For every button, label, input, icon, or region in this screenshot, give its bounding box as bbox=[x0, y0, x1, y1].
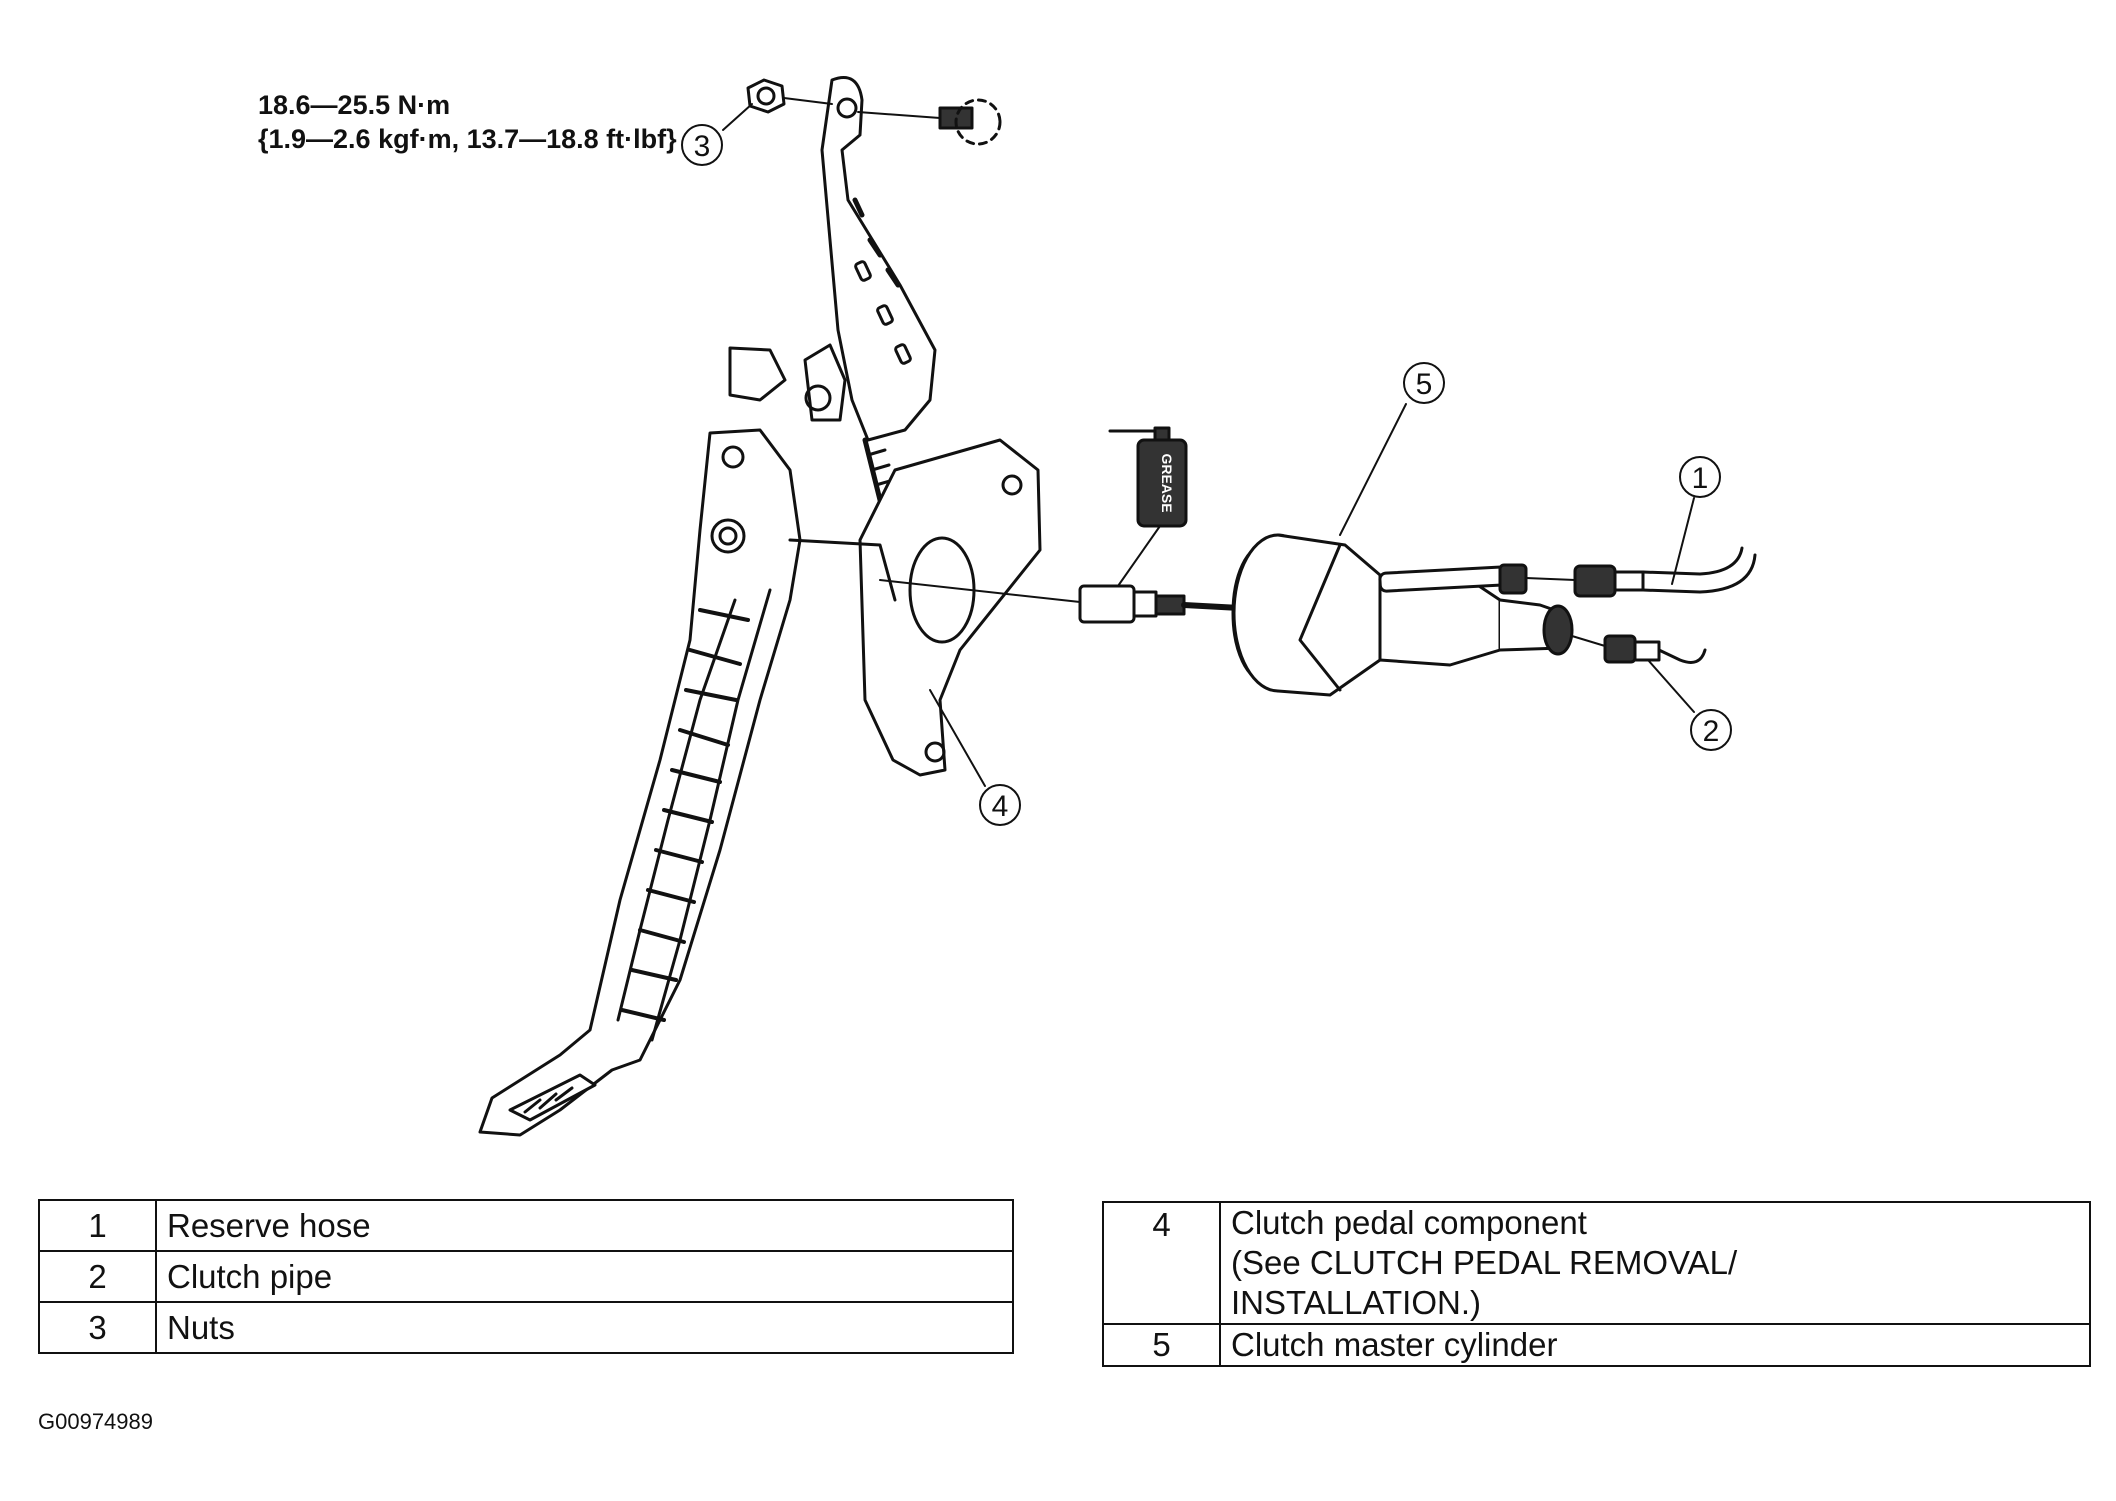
legend-text: Clutch pipe bbox=[155, 1250, 1014, 1303]
legend-row: 3 Nuts bbox=[38, 1301, 1014, 1354]
callout-2: 2 bbox=[1690, 709, 1732, 751]
svg-text:5: 5 bbox=[1416, 368, 1433, 401]
grease-label: GREASE bbox=[1159, 453, 1175, 512]
legend-number: 1 bbox=[38, 1199, 157, 1252]
figure-id: G00974989 bbox=[38, 1409, 153, 1434]
torque-spec: 18.6—25.5 N·m {1.9—2.6 kgf·m, 13.7—18.8 … bbox=[258, 88, 677, 156]
legend-number: 3 bbox=[38, 1301, 157, 1354]
legend-text: Nuts bbox=[155, 1301, 1014, 1354]
callout-markers: 3 5 1 2 4 bbox=[681, 124, 1732, 826]
legend-text: Reserve hose bbox=[155, 1199, 1014, 1252]
bolt-part bbox=[857, 98, 1002, 146]
callout-3: 3 bbox=[681, 124, 723, 166]
svg-text:4: 4 bbox=[992, 790, 1009, 823]
reserve-hose bbox=[1525, 546, 1757, 598]
legend-number: 2 bbox=[38, 1250, 157, 1303]
push-rod bbox=[879, 579, 1243, 624]
torque-spec-line1: 18.6—25.5 N·m bbox=[258, 90, 451, 120]
callout-5: 5 bbox=[1403, 362, 1445, 404]
legend-table-right: 4 Clutch pedal component (See CLUTCH PED… bbox=[1102, 1201, 2091, 1367]
callout-1: 1 bbox=[1679, 456, 1721, 498]
svg-text:2: 2 bbox=[1703, 715, 1720, 748]
callout-4: 4 bbox=[979, 784, 1021, 826]
pivot-spring bbox=[728, 343, 899, 523]
legend-text: Clutch master cylinder bbox=[1219, 1323, 2091, 1367]
nut-part bbox=[746, 78, 833, 114]
legend-row: 1 Reserve hose bbox=[38, 1199, 1014, 1252]
grease-tube: GREASE bbox=[1108, 426, 1188, 587]
legend-number: 4 bbox=[1102, 1201, 1221, 1325]
torque-spec-line2: {1.9—2.6 kgf·m, 13.7—18.8 ft·lbf} bbox=[258, 124, 677, 154]
legend-row: 5 Clutch master cylinder bbox=[1102, 1323, 2091, 1367]
upper-bracket bbox=[820, 76, 937, 442]
svg-text:1: 1 bbox=[1692, 462, 1709, 495]
clutch-pipe bbox=[1571, 634, 1707, 664]
svg-text:3: 3 bbox=[694, 130, 711, 163]
clutch-pedal-bracket bbox=[788, 438, 1042, 777]
legend-row: 2 Clutch pipe bbox=[38, 1250, 1014, 1303]
clutch-master-cylinder bbox=[1231, 533, 1574, 697]
pedal-arm bbox=[478, 428, 802, 1137]
legend-number: 5 bbox=[1102, 1323, 1221, 1367]
legend-table-left: 1 Reserve hose 2 Clutch pipe 3 Nuts bbox=[38, 1199, 1014, 1354]
legend-row: 4 Clutch pedal component (See CLUTCH PED… bbox=[1102, 1201, 2091, 1325]
legend-text: Clutch pedal component (See CLUTCH PEDAL… bbox=[1219, 1201, 2091, 1325]
callout-leaders bbox=[722, 103, 1695, 787]
